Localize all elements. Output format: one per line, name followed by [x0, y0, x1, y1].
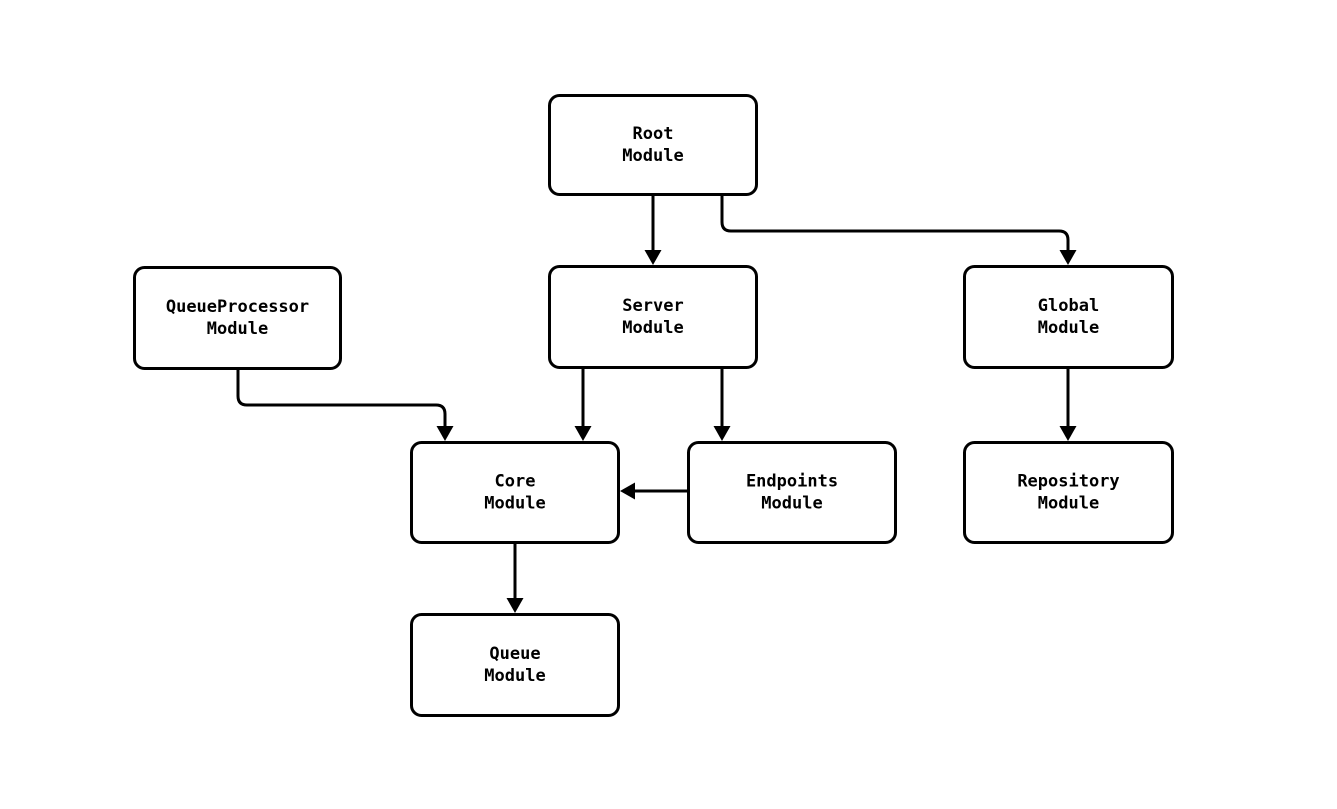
edge-root-to-global — [720, 196, 1077, 265]
node-label-line1: QueueProcessor — [166, 297, 309, 317]
node-box[interactable] — [687, 441, 897, 544]
node-label-line1: Repository — [1017, 472, 1119, 492]
edge-line — [236, 370, 447, 429]
edge-global-to-repository — [1059, 369, 1077, 441]
edge-queueprocessor-to-core — [236, 370, 454, 441]
node-box[interactable] — [133, 266, 342, 370]
edge-endpoints-to-core — [620, 482, 687, 500]
node-label-line2: Module — [484, 666, 545, 686]
node-label-line2: Module — [207, 319, 268, 339]
node-label-line2: Module — [1038, 494, 1099, 514]
node-box[interactable] — [963, 441, 1174, 544]
edge-server-to-core — [574, 369, 592, 441]
node-label-line2: Module — [622, 146, 683, 166]
node-label-line2: Module — [484, 494, 545, 514]
node-box[interactable] — [963, 265, 1174, 369]
arrow-head-icon — [713, 426, 731, 441]
node-box[interactable] — [410, 613, 620, 717]
node-box[interactable] — [410, 441, 620, 544]
edge-root-to-server — [644, 196, 662, 265]
edge-line — [720, 196, 1070, 253]
node-label-line1: Global — [1038, 296, 1099, 316]
arrow-head-icon — [1059, 426, 1077, 441]
edge-core-to-queue — [506, 544, 524, 613]
node-box[interactable] — [548, 265, 758, 369]
node-label-line1: Server — [622, 296, 683, 316]
node-label-line1: Queue — [489, 644, 540, 664]
node-box[interactable] — [548, 94, 758, 196]
edge-server-to-endpoints — [713, 369, 731, 441]
node-label-line1: Root — [633, 124, 674, 144]
node-label-line2: Module — [1038, 318, 1099, 338]
arrow-head-icon — [644, 250, 662, 265]
edges-layer — [236, 196, 1077, 613]
node-label-line2: Module — [761, 494, 822, 514]
nodes-layer: RootModuleQueueProcessorModuleServerModu… — [133, 94, 1174, 717]
node-label-line2: Module — [622, 318, 683, 338]
arrow-head-icon — [506, 598, 524, 613]
arrow-head-icon — [1059, 250, 1077, 265]
node-label-line1: Endpoints — [746, 472, 838, 492]
arrow-head-icon — [436, 426, 454, 441]
arrow-head-icon — [620, 482, 635, 500]
node-label-line1: Core — [495, 472, 536, 492]
arrow-head-icon — [574, 426, 592, 441]
